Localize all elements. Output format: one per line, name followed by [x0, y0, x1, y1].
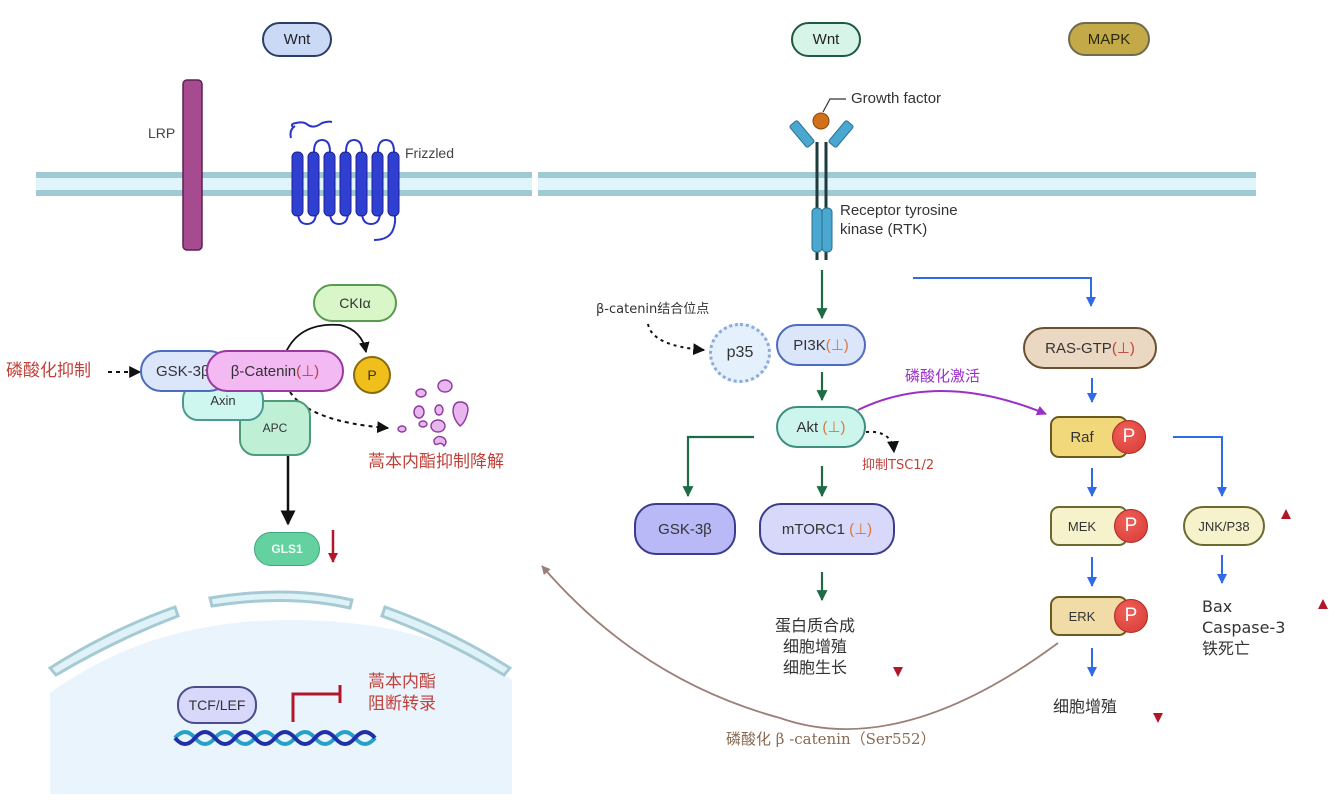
- degradation-dash-arrow: [289, 391, 390, 434]
- transcription-block-symbol: [291, 692, 340, 722]
- lrp-label: LRP: [148, 125, 176, 141]
- tsc-inhibit-label: 抑制TSC1/2: [862, 458, 935, 473]
- frizzled-label: Frizzled: [405, 145, 455, 161]
- transcription-block-label-line1: 蒿本内酯: [368, 672, 436, 692]
- mek-node: MEK: [1050, 506, 1128, 546]
- pathway-badge-wnt-right: Wnt: [791, 22, 861, 57]
- pi3k-label: PI3K: [793, 336, 826, 354]
- gsk3b-target-node: GSK-3β: [634, 503, 736, 555]
- mtorc1-node: mTORC1 (⊥): [759, 503, 895, 555]
- cell-membrane-right: [538, 172, 1256, 196]
- mtorc1-label: mTORC1: [781, 520, 850, 538]
- binding-site-dash-arrow: [647, 323, 706, 356]
- pathway-badge-wnt-left: Wnt: [262, 22, 332, 57]
- mtorc1-outcome-3: 细胞生长: [783, 658, 848, 677]
- ckia-phospho-arrow: [285, 323, 370, 354]
- gls1-node: GLS1: [254, 532, 320, 566]
- jnk-outcome-caspase3: Caspase-3: [1202, 618, 1286, 637]
- growth-factor-label: Growth factor: [851, 90, 942, 107]
- growth-factor-leader: [822, 98, 846, 113]
- mek-phospho-icon: P: [1114, 509, 1148, 543]
- ras-gtp-node: RAS-GTP(⊥): [1023, 327, 1157, 369]
- feedback-label: 磷酸化 β -catenin（Ser552）: [726, 730, 936, 748]
- tcf-lef-node: TCF/LEF: [177, 686, 257, 724]
- degraded-fragments-icon: [397, 379, 469, 448]
- growth-factor-ligand: [812, 112, 830, 130]
- cell-membrane-left: [36, 172, 532, 196]
- rtk-label-line2: kinase (RTK): [840, 221, 928, 238]
- p35-node: p35: [709, 323, 771, 383]
- pathway-badge-mapk: MAPK: [1068, 22, 1150, 56]
- feedback-curve-arrow: [541, 565, 1059, 730]
- transcription-block-label-line2: 阻断转录: [368, 694, 436, 714]
- akt-node: Akt (⊥): [776, 406, 866, 448]
- nucleus: [50, 620, 512, 794]
- apc-node: APC: [239, 400, 311, 456]
- degradation-inhibit-label: 蒿本内酯抑制降解: [368, 452, 504, 472]
- akt-tsc-dash-arrow: [865, 430, 899, 454]
- beta-catenin-label: β-Catenin: [230, 362, 297, 380]
- dna-helix-icon: [173, 730, 377, 746]
- jnk-p38-node: JNK/P38: [1183, 506, 1265, 546]
- phospho-activation-label: 磷酸化激活: [905, 367, 981, 385]
- mtorc1-outcome-2: 细胞增殖: [783, 637, 848, 656]
- frizzled-helices: [291, 151, 400, 217]
- erk-phospho-icon: P: [1114, 599, 1148, 633]
- ras-label: RAS-GTP: [1045, 339, 1112, 357]
- frizzled-receptor: [289, 120, 397, 241]
- beta-catenin-node: β-Catenin(⊥): [206, 350, 344, 392]
- phospho-inhibit-label: 磷酸化抑制: [6, 361, 91, 381]
- mtorc1-outcome-1: 蛋白质合成: [775, 616, 856, 635]
- binding-site-label: β-catenin结合位点: [596, 302, 710, 317]
- phosphate-node: P: [353, 356, 391, 394]
- mtorc1-inhibit-mark: (⊥): [849, 521, 873, 538]
- akt-label: Akt: [796, 418, 823, 436]
- jnk-outcome-ferroptosis: 铁死亡: [1202, 639, 1251, 658]
- akt-to-gsk3b-arrow: [682, 435, 754, 498]
- rtk-label-line1: Receptor tyrosine: [840, 202, 958, 219]
- ras-inhibit-mark: (⊥): [1111, 340, 1135, 357]
- pi3k-inhibit-mark: (⊥): [825, 337, 849, 354]
- pi3k-node: PI3K(⊥): [776, 324, 866, 366]
- lrp-receptor: [182, 79, 203, 251]
- akt-inhibit-mark: (⊥): [822, 419, 846, 436]
- raf-to-jnk-arrow: [1173, 436, 1227, 497]
- rtk-receptor: [789, 120, 854, 260]
- erk-outcome-proliferation: 细胞增殖: [1053, 697, 1118, 716]
- nuclear-envelope: [47, 590, 513, 677]
- rtk-to-ras-arrow: [913, 277, 1096, 307]
- raf-phospho-icon: P: [1112, 420, 1146, 454]
- phospho-activation-arrow: [857, 389, 1047, 416]
- beta-catenin-inhibit-mark: (⊥): [296, 363, 320, 380]
- jnk-outcome-bax: Bax: [1202, 597, 1233, 616]
- ckia-node: CKIα: [313, 284, 397, 322]
